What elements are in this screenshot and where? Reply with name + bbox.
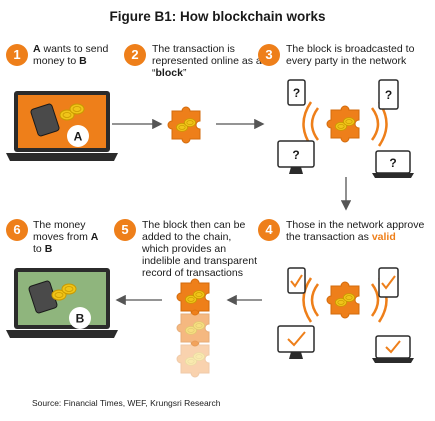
step-6-number: 6 <box>6 219 28 241</box>
bold-text: A <box>33 43 41 55</box>
question-mark: ? <box>292 148 299 162</box>
question-mark: ? <box>385 88 392 102</box>
step-3-number: 3 <box>258 44 280 66</box>
step-5-text: The block then can be added to the chain… <box>142 219 260 279</box>
chain-block-new <box>176 278 210 316</box>
step-4-number: 4 <box>258 219 280 241</box>
block-icon <box>167 106 201 144</box>
step-text-segment: The money moves from <box>33 219 91 243</box>
step-2-number: 2 <box>124 44 146 66</box>
laptop-a-icon: A <box>6 91 118 161</box>
bold-text: B <box>79 55 87 67</box>
network-broadcast-group: ? ? ? ? <box>277 79 414 178</box>
step-text-segment: to <box>33 243 45 255</box>
phone-check-icon <box>378 267 399 298</box>
step-text-segment: Those in the network approve the transac… <box>286 219 425 243</box>
broadcast-block-icon <box>326 105 360 143</box>
step-text-segment: The block then can be added to the chain… <box>142 219 257 279</box>
laptop-b-label: B <box>76 312 85 326</box>
bold-text: block <box>155 67 183 79</box>
step-4-text: Those in the network approve the transac… <box>286 219 426 243</box>
tablet-check-icon <box>287 267 306 294</box>
figure-title: Figure B1: How blockchain works <box>109 9 326 24</box>
chain-block-2 <box>176 309 210 347</box>
tablet-unknown-icon: ? <box>287 79 306 106</box>
chain-block-3 <box>176 340 210 378</box>
step-text-segment: The block is broadcasted to every party … <box>286 43 415 67</box>
monitor-unknown-icon: ? <box>277 140 315 174</box>
step-text-segment: The transaction is represented online as… <box>152 43 262 79</box>
step-text-segment: ” <box>182 67 187 79</box>
step-1-number: 1 <box>6 44 28 66</box>
question-mark: ? <box>293 86 300 100</box>
step-text-segment: wants to send money to <box>33 43 109 67</box>
valid-highlight: valid <box>371 231 396 243</box>
source-note: Source: Financial Times, WEF, Krungsri R… <box>32 398 221 408</box>
bold-text: A <box>90 231 99 243</box>
blockchain-chain-icon <box>176 278 210 378</box>
step-2-text: The transaction is represented online as… <box>152 43 262 79</box>
step-6-text: The money moves from A to B <box>33 219 105 255</box>
laptop-unknown-icon: ? <box>372 150 414 178</box>
network-approve-group <box>277 267 414 363</box>
step-1-text: A wants to send money to B <box>33 43 129 67</box>
bold-text: B <box>44 243 53 255</box>
phone-unknown-icon: ? <box>378 79 399 110</box>
step-3-text: The block is broadcasted to every party … <box>286 43 426 67</box>
laptop-check-icon <box>372 335 414 363</box>
question-mark: ? <box>389 156 396 170</box>
monitor-check-icon <box>277 325 315 359</box>
laptop-a-label: A <box>74 130 83 144</box>
step-5-number: 5 <box>114 219 136 241</box>
laptop-b-icon: B <box>6 268 118 338</box>
approve-block-icon <box>326 281 360 319</box>
